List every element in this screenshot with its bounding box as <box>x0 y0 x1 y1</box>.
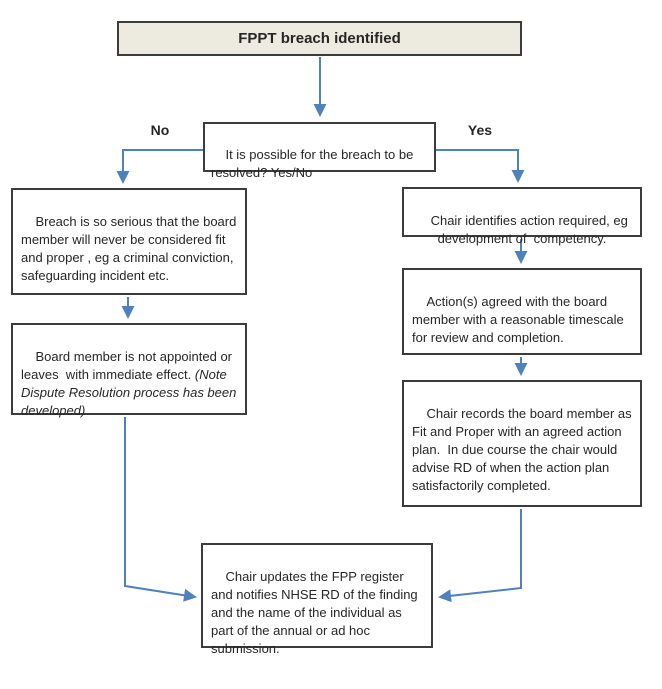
decision-node-label: It is possible for the breach to be reso… <box>211 147 417 180</box>
start-node-fppt-breach-identified: FPPT breach identified <box>117 21 522 56</box>
node-chair-updates-register-label: Chair updates the FPP register and notif… <box>211 569 422 656</box>
arrow-yes-branch <box>435 149 525 183</box>
branch-label-no: No <box>150 122 170 138</box>
node-chair-records-fit-proper: Chair records the board member as Fit an… <box>402 380 642 507</box>
node-chair-identifies-action: Chair identifies action required, eg dev… <box>402 187 642 246</box>
node-actions-agreed: Action(s) agreed with the board member w… <box>402 268 642 355</box>
node-not-appointed: Board member is not appointed or leaves … <box>11 323 247 418</box>
node-serious-breach-label: Breach is so serious that the board memb… <box>21 214 240 283</box>
node-chair-records-fit-proper-label: Chair records the board member as Fit an… <box>412 406 636 493</box>
node-chair-updates-register: Chair updates the FPP register and notif… <box>201 543 433 656</box>
node-chair-identifies-action-label: Chair identifies action required, eg dev… <box>430 213 632 246</box>
arrow-left2-to-bottom <box>124 417 197 602</box>
decision-node-breach-resolvable: It is possible for the breach to be reso… <box>203 122 436 180</box>
node-actions-agreed-label: Action(s) agreed with the board member w… <box>412 294 628 345</box>
branch-label-yes: Yes <box>467 122 493 138</box>
arrow-right3-to-bottom <box>438 509 522 603</box>
node-not-appointed-label: Board member is not appointed or leaves … <box>21 349 236 382</box>
arrow-no-branch <box>116 149 203 184</box>
node-serious-breach: Breach is so serious that the board memb… <box>11 188 247 295</box>
start-node-label: FPPT breach identified <box>238 30 401 47</box>
node-not-appointed-note: (Note Dispute Resolution process has bee… <box>21 367 240 418</box>
